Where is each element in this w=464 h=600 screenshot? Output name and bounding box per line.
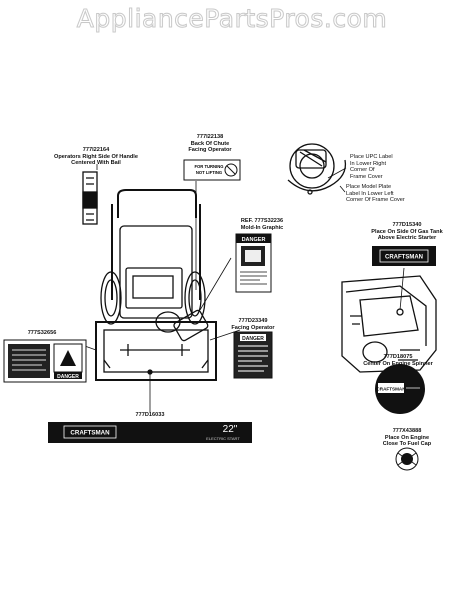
label-model-line1: Place Model Plate (346, 184, 392, 190)
gas-tank-badge-text: CRAFTSMAN (385, 255, 423, 261)
moldin-danger-decal: DANGER (235, 233, 272, 293)
left-danger-decal: DANGER (3, 339, 87, 383)
label-frame-part: 777D16033 (135, 412, 165, 418)
frame-decal-sub: ELECTRIC START (206, 436, 240, 441)
label-spinner-line1: Center On Engine Spinner (363, 360, 433, 367)
snowblower-body (95, 189, 217, 381)
label-moldin-line1: Mold-In Graphic (240, 224, 284, 231)
label-fuelcap: 777X43888 Place On Engine Close To Fuel … (362, 428, 452, 448)
label-upc: Place UPC Label In Lower Right Corner Of… (350, 154, 393, 180)
spinner-brand: CRAFTSMAN (376, 387, 406, 392)
label-left: 777S32656 (12, 330, 72, 337)
frame-decal-brand: CRAFTSMAN (70, 430, 110, 437)
chute-part (155, 309, 209, 342)
label-chute-line2: Facing Operator (188, 147, 232, 153)
label-upc-line1: Place UPC Label (350, 154, 393, 160)
label-model: Place Model Plate Label In Lower Left Co… (346, 184, 405, 204)
spinner-decal: CRAFTSMAN (375, 364, 425, 414)
label-facing-line1: Facing Operator (231, 324, 275, 331)
leader-lines (67, 164, 405, 412)
label-chute: 777I22138 Back Of Chute Facing Operator (180, 134, 240, 154)
label-handle-line2: Centered With Bail (71, 160, 121, 166)
label-model-line2: Label In Lower Left (346, 190, 394, 197)
label-upc-line4: Frame Cover (350, 173, 383, 180)
chute-decal-line2: NOT LIFTING (196, 170, 222, 175)
gas-tank-badge: CRAFTSMAN (372, 246, 436, 266)
label-chute-line1: Back Of Chute (190, 140, 230, 147)
label-upc-line2: In Lower Right (350, 160, 387, 167)
label-spinner-part: 777D18075 (383, 354, 413, 360)
handle-decal (82, 171, 98, 225)
engine-detail-top (287, 143, 347, 195)
label-moldin-part: REF. 777S32236 (240, 218, 284, 224)
label-fuelcap-line1: Place On Engine (384, 434, 430, 441)
watermark: AppliancePartsPros.com (76, 4, 388, 34)
label-gastank-part: 777D15340 (392, 222, 422, 228)
label-gastank-line2: Above Electric Starter (377, 235, 437, 241)
label-frame: 777D16033 (120, 412, 180, 419)
left-danger-word: DANGER (57, 374, 79, 380)
label-facing-part: 777D23349 (238, 318, 268, 324)
facing-danger-word: DANGER (242, 336, 264, 342)
label-fuelcap-part: 777X43888 (392, 428, 422, 434)
facing-operator-decal: DANGER (233, 331, 273, 379)
label-chute-part: 777I22138 (196, 134, 224, 140)
label-model-line3: Corner Of Frame Cover (346, 197, 405, 203)
label-left-part: 777S32656 (27, 330, 57, 336)
label-facing: 777D23349 Facing Operator (225, 318, 281, 331)
label-handle-line1: Operators Right Side Of Handle (54, 153, 138, 160)
label-handle: 777I22164 Operators Right Side Of Handle… (40, 147, 152, 167)
label-gastank: 777D15340 Place On Side Of Gas Tank Abov… (352, 222, 462, 242)
label-fuelcap-line2: Close To Fuel Cap (382, 441, 432, 447)
chute-decal: FOR TURNING NOT LIFTING (183, 159, 241, 181)
label-gastank-line1: Place On Side Of Gas Tank (371, 228, 443, 235)
label-moldin: REF. 777S32236 Mold-In Graphic (232, 218, 292, 231)
frame-decal-size: 22" (223, 424, 238, 435)
label-upc-line3: Corner Of (350, 167, 375, 173)
moldin-danger-word: DANGER (242, 237, 266, 243)
engine-drawing (341, 275, 437, 373)
chute-decal-line1: FOR TURNING (194, 164, 223, 169)
fuel-cap-decal (395, 447, 419, 471)
label-spinner: 777D18075 Center On Engine Spinner (346, 354, 450, 367)
label-handle-part: 777I22164 (82, 147, 110, 153)
frame-cover-decal: CRAFTSMAN 22" ELECTRIC START (48, 422, 252, 443)
